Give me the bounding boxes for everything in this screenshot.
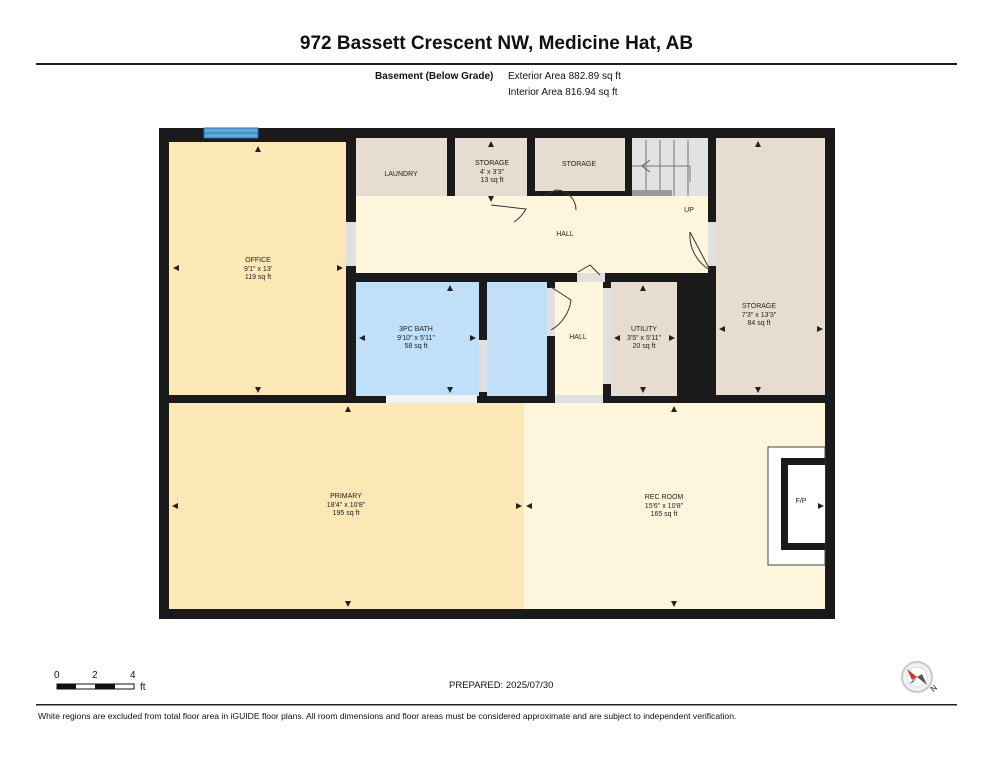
room-label-fireplace: F/P bbox=[796, 498, 807, 507]
room-hall-small[interactable] bbox=[555, 282, 603, 396]
room-name: STORAGE bbox=[741, 303, 777, 310]
room-name: LAUNDRY bbox=[384, 171, 418, 178]
room-name: HALL bbox=[556, 231, 574, 238]
room-dims: 9'10" x 5'11" bbox=[397, 334, 435, 342]
room-label-bath: 3PC BATH 9'10" x 5'11" 58 sq ft bbox=[397, 326, 435, 352]
scale-bar bbox=[56, 683, 135, 690]
room-label-storage-right: STORAGE 7'3" x 13'3" 84 sq ft bbox=[742, 303, 777, 329]
scale-tick-0: 0 bbox=[54, 670, 60, 681]
room-area: 13 sq ft bbox=[480, 177, 504, 184]
room-area: 58 sq ft bbox=[404, 343, 428, 350]
door-swings bbox=[490, 189, 712, 331]
stairs-up-label: UP bbox=[684, 207, 694, 214]
room-label-hall-small: HALL bbox=[569, 334, 587, 343]
room-label-laundry: LAUNDRY bbox=[384, 171, 417, 180]
room-storage-small[interactable] bbox=[455, 138, 527, 205]
room-name: 3PC BATH bbox=[399, 326, 433, 333]
room-label-utility: UTILITY 3'5" x 5'11" 20 sq ft bbox=[627, 326, 661, 352]
room-label-storage-small: STORAGE 4' x 3'3" 13 sq ft bbox=[475, 160, 509, 186]
room-label-hall-top: HALL bbox=[556, 231, 574, 240]
room-dims: 7'3" x 13'3" bbox=[741, 311, 777, 319]
interior-area: Interior Area 816.94 sq ft bbox=[508, 87, 618, 98]
room-area: 165 sq ft bbox=[650, 511, 678, 518]
prepared-date: PREPARED: 2025/07/30 bbox=[449, 680, 554, 691]
room-dims: 15'6" x 10'8" bbox=[644, 502, 684, 510]
room-hall-top[interactable] bbox=[356, 196, 708, 273]
room-label-primary: PRIMARY 18'4" x 10'8" 195 sq ft bbox=[327, 493, 365, 519]
room-dims: 9'1" x 13' bbox=[243, 265, 273, 273]
room-primary[interactable] bbox=[169, 403, 524, 609]
room-area: 195 sq ft bbox=[332, 510, 360, 517]
room-name: STORAGE bbox=[561, 161, 597, 168]
room-bath-shower bbox=[487, 282, 547, 396]
room-name: REC ROOM bbox=[644, 494, 684, 501]
door-openings bbox=[346, 222, 716, 403]
scale-tick-4: 4 bbox=[130, 670, 136, 681]
room-name: F/P bbox=[795, 498, 807, 505]
room-storage-mid[interactable] bbox=[535, 138, 625, 191]
dimension-markers bbox=[172, 141, 824, 607]
room-name: PRIMARY bbox=[330, 493, 362, 500]
scale-tick-2: 2 bbox=[92, 670, 98, 681]
room-dims: 3'5" x 5'11" bbox=[627, 334, 661, 342]
room-label-storage-mid: STORAGE bbox=[562, 161, 596, 170]
room-storage-right[interactable] bbox=[716, 138, 825, 395]
room-utility[interactable] bbox=[611, 282, 677, 396]
stairs-label: UP bbox=[684, 207, 694, 216]
floor-name: Basement (Below Grade) bbox=[375, 71, 494, 82]
footer-divider bbox=[36, 704, 957, 706]
stair-arrow bbox=[641, 159, 651, 173]
room-dims: 18'4" x 10'8" bbox=[326, 501, 366, 509]
compass-icon bbox=[901, 661, 933, 693]
stair-landing bbox=[632, 190, 672, 196]
room-name: UTILITY bbox=[630, 326, 658, 333]
room-area: 119 sq ft bbox=[244, 274, 272, 281]
room-bath[interactable] bbox=[356, 282, 479, 396]
room-office[interactable] bbox=[169, 142, 346, 395]
room-name: STORAGE bbox=[474, 160, 510, 167]
page-title: 972 Bassett Crescent NW, Medicine Hat, A… bbox=[299, 33, 694, 54]
room-dims: 4' x 3'3" bbox=[479, 168, 505, 176]
room-area: 20 sq ft bbox=[632, 343, 656, 350]
room-area: 84 sq ft bbox=[747, 320, 771, 327]
room-name: OFFICE bbox=[245, 257, 271, 264]
compass: N bbox=[897, 660, 941, 700]
room-label-office: OFFICE 9'1" x 13' 119 sq ft bbox=[244, 257, 272, 283]
title-divider bbox=[36, 63, 957, 65]
room-label-rec-room: REC ROOM 15'6" x 10'8" 165 sq ft bbox=[645, 494, 684, 520]
stairs-area bbox=[632, 138, 708, 196]
disclaimer: White regions are excluded from total fl… bbox=[38, 711, 737, 721]
room-name: HALL bbox=[569, 334, 587, 341]
scale-unit: ft bbox=[140, 682, 146, 693]
exterior-area: Exterior Area 882.89 sq ft bbox=[508, 71, 621, 82]
